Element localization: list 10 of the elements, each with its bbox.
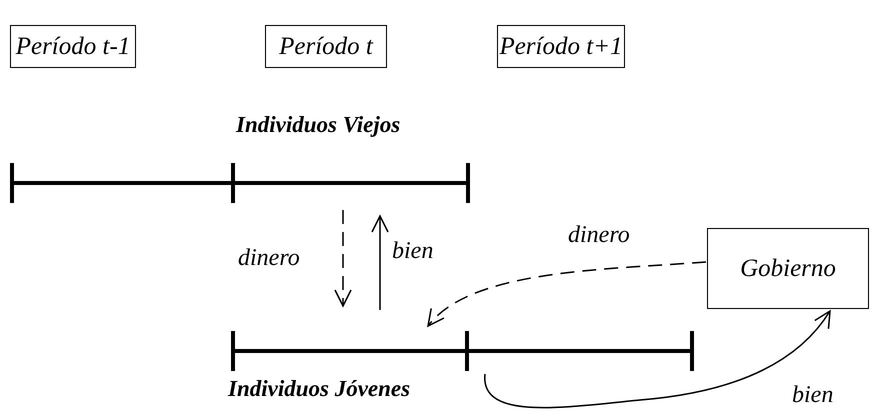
period-box: Período t+1 (497, 25, 625, 68)
arrow (427, 261, 706, 327)
arrow (484, 310, 831, 408)
institution-box: Gobierno (707, 228, 869, 309)
group-heading: Individuos Jóvenes (228, 376, 410, 402)
arrow (371, 215, 389, 310)
period-box: Período t (265, 25, 387, 68)
group-heading: Individuos Viejos (236, 112, 400, 138)
period-box: Período t-1 (10, 25, 136, 68)
arrow (334, 210, 352, 307)
